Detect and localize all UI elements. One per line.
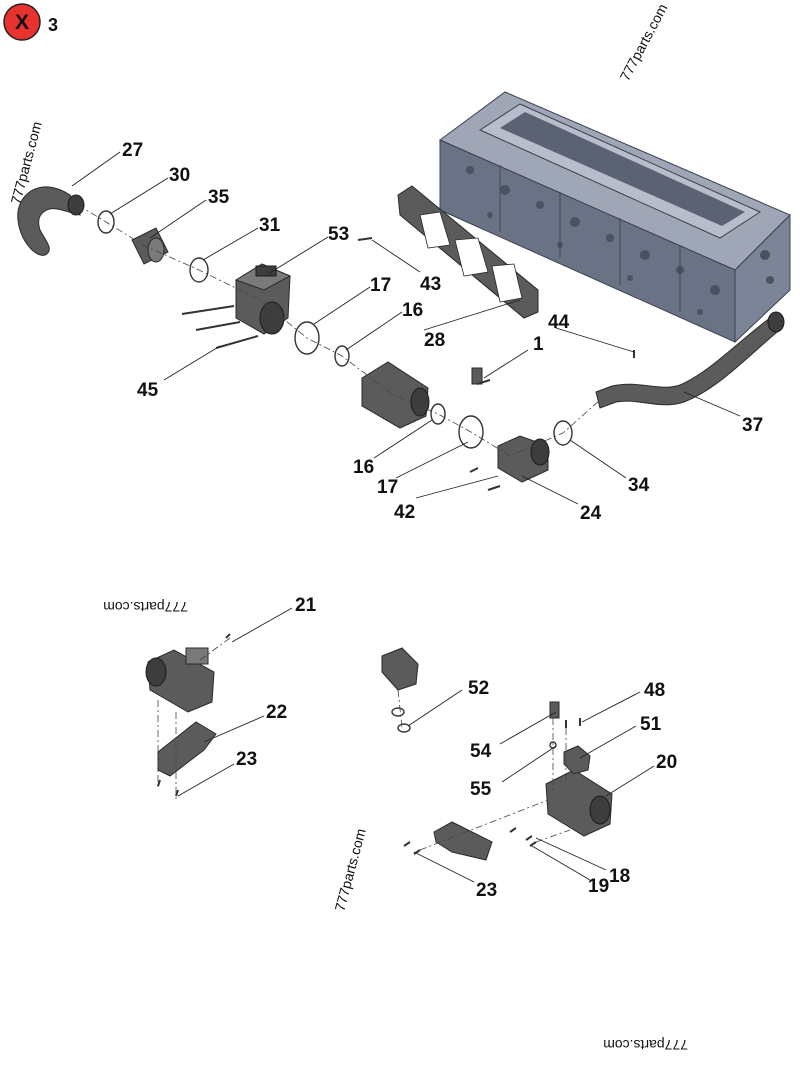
callout-17-upper: 17 [370, 275, 391, 296]
callout-28: 28 [424, 330, 445, 351]
assembly-axis-left [157, 637, 231, 800]
callout-51: 51 [640, 714, 662, 735]
sensor-54-part [549, 701, 560, 719]
badge-circle [3, 3, 41, 41]
elbow-24-part [497, 435, 550, 483]
callout-34: 34 [628, 475, 650, 496]
bracket-23b-part [433, 821, 493, 861]
callout-22: 22 [266, 702, 287, 723]
actuator-51-part [563, 745, 591, 775]
seal-34-part [553, 420, 573, 446]
oring-52a-part [391, 707, 405, 717]
bolts-48-part [565, 718, 581, 728]
callout-30: 30 [169, 165, 190, 186]
bolts-45-part [181, 305, 259, 349]
callout-16-lower: 16 [353, 457, 374, 478]
assembly-axis-upper [77, 204, 601, 457]
callout-18: 18 [609, 866, 630, 887]
bolts-18-19-part [403, 827, 537, 855]
callout-45: 45 [137, 380, 159, 401]
clamp-30-part [97, 210, 115, 234]
callout-42: 42 [394, 502, 415, 523]
callout-43: 43 [420, 274, 441, 295]
throttle-assembly-21-part [145, 647, 215, 713]
clamp-17-lower-part [458, 415, 484, 449]
bolt-43-part [357, 237, 373, 241]
manifold-gasket-part [397, 185, 539, 319]
callout-55: 55 [470, 779, 492, 800]
clamp-17-upper-part [294, 321, 320, 355]
curved-pipe-part [17, 186, 81, 256]
callout-17-lower: 17 [377, 477, 398, 498]
assembly-axis-right [419, 718, 571, 851]
callout-44: 44 [548, 312, 570, 333]
callout-35: 35 [208, 187, 230, 208]
callout-16-upper: 16 [402, 300, 423, 321]
callout-53: 53 [328, 224, 349, 245]
callout-1: 1 [533, 334, 544, 355]
cylinder-head-block [439, 91, 791, 344]
sensor-1-part [471, 367, 491, 385]
callout-54: 54 [470, 741, 492, 762]
oring-16-upper-part [334, 345, 350, 367]
callout-19: 19 [588, 876, 609, 897]
throttle-housing-53-part [234, 263, 292, 335]
callout-52: 52 [468, 678, 489, 699]
valve-52-part [381, 647, 419, 691]
callout-24: 24 [580, 503, 602, 524]
callout-21: 21 [295, 595, 317, 616]
watermark-bottom-right: 777parts.com [603, 1037, 688, 1053]
callout-37: 37 [742, 415, 763, 436]
callout-27: 27 [122, 140, 143, 161]
egr-housing-part [361, 361, 430, 429]
callout-23-left: 23 [236, 749, 257, 770]
callout-48: 48 [644, 680, 665, 701]
callout-20: 20 [656, 752, 677, 773]
badge-symbol: X [15, 11, 29, 34]
leader-lines [71, 151, 741, 883]
assembly-axis-mid [397, 689, 403, 729]
callout-31: 31 [259, 215, 281, 236]
watermark-top-right: 777parts.com [617, 1, 671, 83]
badge-number: 3 [48, 15, 58, 35]
clamp-31-part [189, 257, 209, 283]
diagram-badge: X 3 [3, 3, 58, 41]
oring-16-lower-part [430, 403, 446, 425]
oring-52b-part [397, 723, 411, 733]
bolts-42-part [469, 467, 501, 491]
bracket-22-part [157, 721, 217, 777]
callout-23-right: 23 [476, 880, 497, 901]
watermark-mid-left: 777parts.com [103, 599, 188, 615]
watermark-bottom-mid: 777parts.com [331, 827, 368, 913]
throttle-body-20-part [545, 769, 613, 837]
sleeve-35-part [131, 227, 169, 265]
